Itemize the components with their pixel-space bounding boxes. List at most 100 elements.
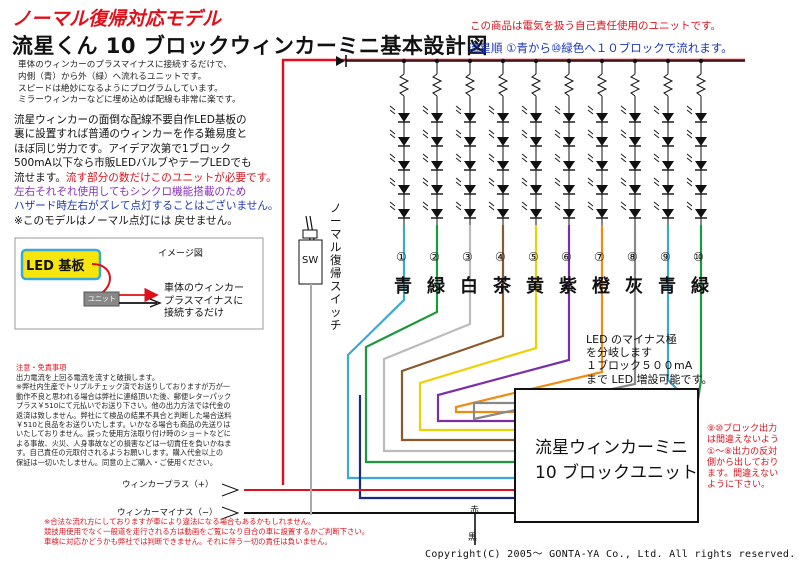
led-icon (455, 129, 476, 147)
channel-wire (400, 225, 515, 442)
footnote-line: 競技用使用でなく一般道を走行される方は動画をご覧になり自合の車に設置するかご判断… (44, 526, 370, 536)
disclaimer-title: 注意・免責事項 (16, 363, 67, 372)
channel-number: ③ (462, 250, 473, 264)
channel-number: ⑤ (528, 250, 539, 264)
plus-terminal-icon (221, 483, 240, 497)
led-icon (455, 177, 476, 195)
description-line: ミラーウィンカーなどに埋め込めば配線も非常に楽です。 (18, 95, 241, 106)
led-icon (422, 105, 443, 123)
channel-number: ⑥ (561, 250, 572, 264)
self-responsibility-notice: この商品は電気を扱う自己責任使用のユニットです。 (470, 20, 721, 32)
footnote-line: 車検に対応かどうかも弊社では判断できません。それに伴う一切の責任は負いません。 (44, 536, 332, 546)
led-column (554, 58, 575, 225)
led-icon (389, 105, 410, 123)
small-unit-box (83, 291, 120, 307)
channel-number: ⑨ (660, 250, 671, 264)
winker-minus-label: ウィンカーマイナス（−） (117, 508, 218, 518)
led-icon (620, 129, 641, 147)
led-icon (587, 129, 608, 147)
body-line: ※このモデルはノーマル点灯には 戻せません。 (14, 214, 238, 227)
led-column (488, 58, 509, 225)
channel-wire (346, 225, 515, 480)
disclaimer-line: 保証は一切いたしません。同意の上ご購入・ご使用ください。 (16, 457, 218, 467)
channel-color-name: 紫 (559, 276, 577, 297)
usage-explanation: 流星ウィンカーの面倒な配線不要自作LED基板の 裏に設置すれば普通のウィンカーを… (14, 113, 279, 228)
wiring-line: プラスマイナスに (164, 295, 244, 307)
led-icon (686, 177, 707, 195)
resistor-icon (398, 73, 410, 97)
led-icon (554, 201, 575, 219)
led-icon (488, 129, 509, 147)
led-icon (653, 105, 674, 123)
led-icon (422, 129, 443, 147)
disclaimer-text: 出力電流を上回る電流を流すと破損します。 ※弊社内生産でトリプルチェック済でお送… (16, 373, 231, 467)
led-icon (554, 105, 575, 123)
led-icon (389, 177, 410, 195)
led-icon (422, 177, 443, 195)
led-icon (521, 201, 542, 219)
channel-number: ⑦ (594, 250, 605, 264)
led-icon (620, 105, 641, 123)
sync-note-line: ハザード時左右がズレて点灯することはございません。 (14, 200, 279, 213)
image-figure-label: イメージ図 (158, 249, 203, 259)
page-title: 流星くん 10 ブロックウィンカーミニ基本設計図 (12, 34, 488, 58)
led-icon (521, 129, 542, 147)
resistor-icon (662, 73, 674, 97)
minus-note-line: まで LED 増設可能です。 (586, 372, 713, 386)
channel-wires (346, 225, 703, 500)
led-icon (389, 153, 410, 171)
channel-number: ① (396, 250, 407, 264)
channel-wire (382, 225, 515, 453)
arrow-icon (149, 298, 162, 308)
led-column (686, 58, 707, 225)
wiring-line: 接続するだけ (164, 308, 224, 320)
channel-wire (358, 395, 515, 500)
red-wire-label: 赤 (470, 506, 480, 516)
description-line: スピードは絶妙になるようにプログラムしています。 (18, 83, 223, 94)
disclaimer-line: す。自己責任の元取付されるようお願いします。購入代金以上の (16, 448, 224, 458)
resistor-icon (629, 73, 641, 97)
footnote-line: ※合法な流れ方にしておりますが車により違法になる場合もあるかもしれません。 (44, 517, 316, 526)
disclaimer-line: 返済は致しません。弊社にて検品の結果不具合と判断した場合送料 (16, 410, 232, 420)
body-line: ほぼ同じ労力です。アイデア次第で1ブロック (14, 142, 232, 155)
led-icon (653, 201, 674, 219)
disclaimer-line: プラス￥510にて元払いでお送り下さい。他の出力方法では代金の (16, 401, 231, 411)
led-icon (587, 153, 608, 171)
caution-line: ように下さい。 (707, 480, 771, 491)
led-icon (389, 129, 410, 147)
black-wire-label: 黒 (468, 533, 478, 543)
led-icon (521, 105, 542, 123)
caution-line: は間違えないよう (707, 435, 779, 446)
led-icon (554, 129, 575, 147)
led-icon (554, 153, 575, 171)
minus-branch-note: LED のマイナス極 を分岐します １ブロック５００mA まで LED 増設可能… (586, 333, 712, 386)
copyright: Copyright(C) 2005〜 GONTA-YA Co., Ltd. Al… (425, 549, 796, 560)
caution-line: 側から出しており (707, 457, 779, 468)
led-icon (587, 201, 608, 219)
led-board-label: LED 基板 (26, 259, 85, 274)
led-column (455, 58, 476, 225)
led-icon (620, 153, 641, 171)
led-column (389, 58, 410, 225)
channel-wire (696, 225, 703, 401)
led-icon (488, 201, 509, 219)
led-icon (587, 177, 608, 195)
unit-name-line-2: 10 ブロックユニット (535, 463, 699, 483)
disclaimer-line: よる事故、火災、人身事故などの損害などは一切責任を負いかねま (16, 438, 232, 448)
caution-line: ます。間違えない (707, 469, 779, 480)
minus-terminal-icon (221, 506, 240, 520)
led-columns (389, 58, 707, 225)
resistor-icon (596, 73, 608, 97)
disclaimer-line: いたしておりません。誤った使用方法取り付け時のショートなどに (16, 429, 231, 439)
toggle-switch-icon (302, 215, 318, 241)
led-icon (488, 105, 509, 123)
led-icon (587, 105, 608, 123)
product-description: 車体のウィンカーのプラスマイナスに接続するだけで、 内側（青）から外（緑）へ流れ… (18, 60, 241, 107)
description-line: 車体のウィンカーのプラスマイナスに接続するだけで、 (18, 60, 232, 70)
led-column (422, 58, 443, 225)
wiring-line: 車体のウィンカー (164, 283, 244, 294)
channel-color-name: 茶 (493, 276, 511, 297)
positive-bus-wire (281, 58, 745, 485)
flow-order-note: 流星順 ①青から⑩緑色へ１０ブロックで流れます。 (468, 41, 733, 55)
